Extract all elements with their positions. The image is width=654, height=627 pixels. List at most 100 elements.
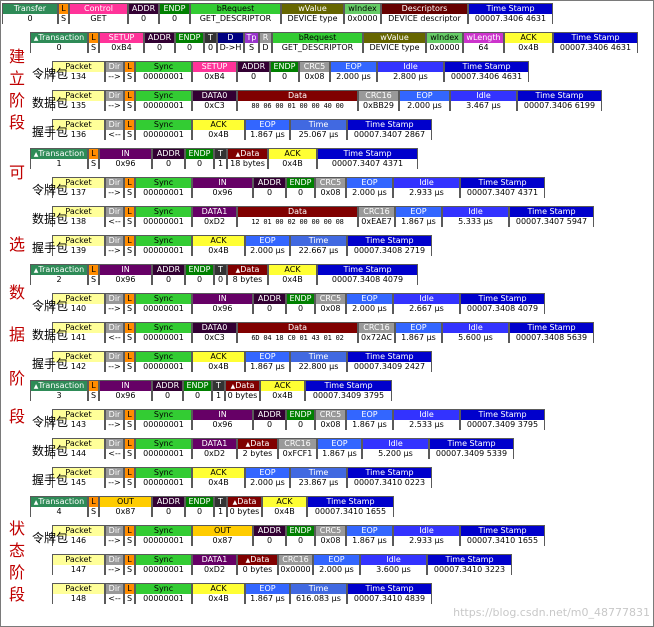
expand-triangle-icon[interactable]: ▲	[232, 499, 238, 506]
field-dir[interactable]: Dir-->	[105, 293, 124, 314]
expand-triangle-icon[interactable]: ▲	[33, 499, 39, 506]
field-dir[interactable]: Dir-->	[105, 409, 124, 430]
field-dir[interactable]: Dir-->	[105, 235, 124, 256]
expand-triangle-icon[interactable]: ▲	[33, 267, 39, 274]
expand-triangle-icon[interactable]: ▲	[235, 151, 241, 158]
field-dir[interactable]: Dir-->	[105, 351, 124, 372]
field-dir[interactable]: Dir<--	[105, 438, 124, 459]
expand-triangle-icon[interactable]: ▲	[33, 35, 39, 42]
expand-triangle-icon[interactable]: ▲	[230, 383, 236, 390]
field-dir[interactable]: Dir<--	[105, 206, 124, 227]
expand-triangle-icon[interactable]: ▲	[33, 151, 39, 158]
